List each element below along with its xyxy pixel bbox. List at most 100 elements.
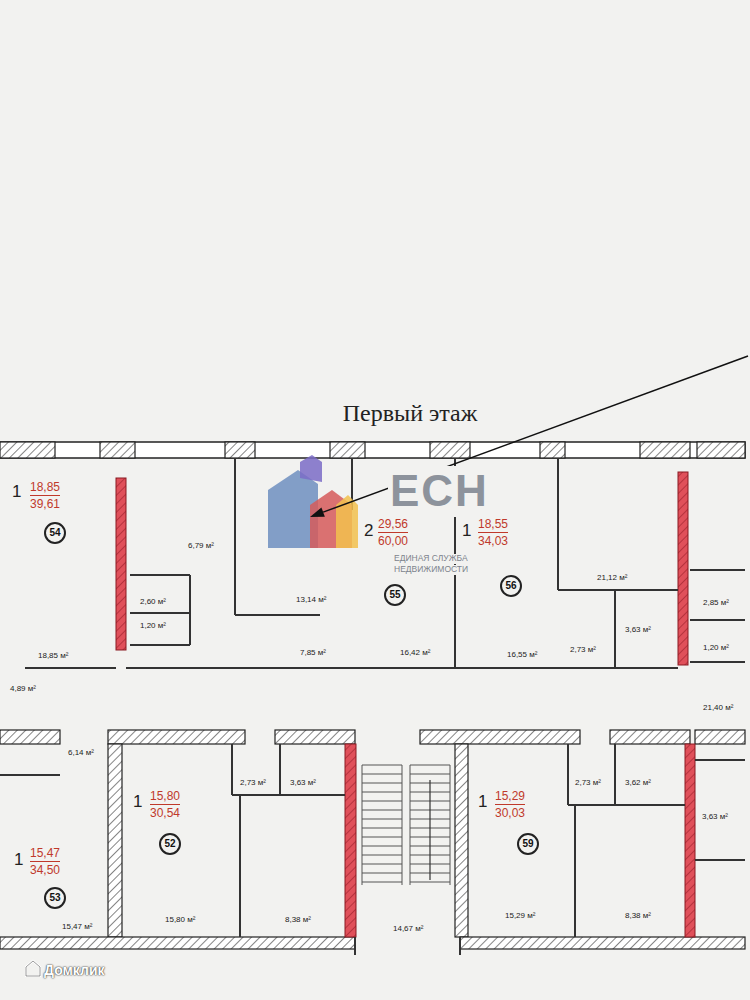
total-area: 30,03 [495, 807, 525, 821]
living-area: 18,55 [478, 518, 508, 533]
total-area: 34,03 [478, 535, 508, 549]
logo-houses [268, 455, 358, 548]
red-wall [678, 472, 688, 665]
room-area: 3,63 м² [702, 812, 728, 821]
partitions [0, 458, 745, 955]
stair-step [410, 774, 450, 775]
room-area: 8,38 м² [625, 911, 651, 920]
wall-segment [460, 937, 745, 949]
stair-step [362, 783, 402, 784]
wall-segment [100, 442, 135, 458]
living-area: 29,56 [378, 518, 408, 533]
red-wall [685, 744, 695, 937]
stair-step [362, 864, 402, 865]
wall-segment [455, 744, 468, 937]
watermark: Домклик [44, 962, 105, 978]
pointer-line [323, 356, 748, 512]
room-area: 13,14 м² [296, 595, 326, 604]
wall-segment [225, 442, 255, 458]
apartment-number: 53 [44, 887, 66, 909]
living-area: 15,80 [150, 790, 180, 805]
stair-step [410, 765, 411, 885]
room-area: 16,42 м² [400, 648, 430, 657]
stair-step [410, 765, 450, 766]
stair-step [450, 765, 451, 885]
stair-step [362, 801, 402, 802]
room-area: 8,38 м² [285, 915, 311, 924]
stair-step [362, 846, 402, 847]
partition-line [279, 744, 281, 795]
apartment-number-text: 53 [49, 893, 60, 903]
partition-line [130, 574, 190, 576]
wall-segment [275, 730, 355, 744]
logo-house [300, 455, 322, 482]
partition-line [557, 458, 559, 590]
room-area: 1,20 м² [140, 621, 166, 630]
apartment-number-text: 56 [505, 581, 516, 591]
room-area: 16,55 м² [507, 650, 537, 659]
partition-line [126, 667, 678, 669]
total-area: 39,61 [30, 498, 60, 512]
partition-line [0, 774, 60, 776]
stair-step [410, 882, 450, 883]
watermark-logo-text: НЕДВИЖИМОСТИ [392, 565, 470, 575]
partition-line [130, 612, 190, 614]
room-area: 1,20 м² [703, 643, 729, 652]
load-bearing-walls [116, 472, 695, 937]
wall-segment [0, 442, 55, 458]
partition-line [232, 794, 345, 796]
wall-segment [695, 730, 745, 744]
hatched-walls [0, 442, 745, 949]
plan-title: Первый этаж [260, 400, 560, 427]
staircase [362, 765, 450, 885]
watermark-icon [26, 961, 40, 976]
partition-line [25, 667, 116, 669]
partition-line [189, 575, 191, 645]
partition-line [130, 644, 190, 646]
room-area: 2,73 м² [575, 778, 601, 787]
partition-line [690, 569, 745, 571]
partition-line [614, 590, 616, 668]
stair-step [362, 819, 402, 820]
room-area: 6,79 м² [188, 541, 214, 550]
room-count: 2 [364, 521, 373, 541]
living-area: 15,29 [495, 790, 525, 805]
wall-segment [430, 442, 470, 458]
stair-step [362, 774, 402, 775]
room-area: 2,85 м² [703, 598, 729, 607]
apartment-number-text: 52 [164, 839, 175, 849]
room-area: 18,85 м² [38, 651, 68, 660]
room-count: 1 [462, 521, 471, 541]
stair-step [362, 828, 402, 829]
wall-segment [0, 937, 355, 949]
total-area: 34,50 [30, 864, 60, 878]
stair-step [402, 765, 403, 885]
partition-line [235, 614, 320, 616]
wall-segment [610, 730, 690, 744]
room-area: 15,29 м² [505, 911, 535, 920]
room-area: 3,62 м² [625, 778, 651, 787]
partition-line [558, 589, 678, 591]
wall-segment [108, 744, 122, 937]
stair-step [362, 882, 402, 883]
living-area: 15,47 [30, 847, 60, 862]
wall-segment [108, 730, 245, 744]
total-area: 30,54 [150, 807, 180, 821]
red-wall [345, 744, 356, 937]
partition-line [234, 458, 236, 615]
apartment-number-text: 54 [49, 528, 60, 538]
stair-step [362, 810, 402, 811]
partition-line [459, 937, 461, 955]
room-count: 1 [12, 482, 21, 502]
outer-wall [0, 442, 745, 458]
wall-segment [330, 442, 365, 458]
stair-arrow [429, 780, 430, 880]
partition-line [567, 744, 569, 805]
room-count: 1 [133, 792, 142, 812]
room-area: 2,60 м² [140, 597, 166, 606]
apartment-number-text: 59 [522, 839, 533, 849]
stair-step [362, 765, 363, 885]
room-area: 7,85 м² [300, 648, 326, 657]
stair-step [362, 873, 402, 874]
